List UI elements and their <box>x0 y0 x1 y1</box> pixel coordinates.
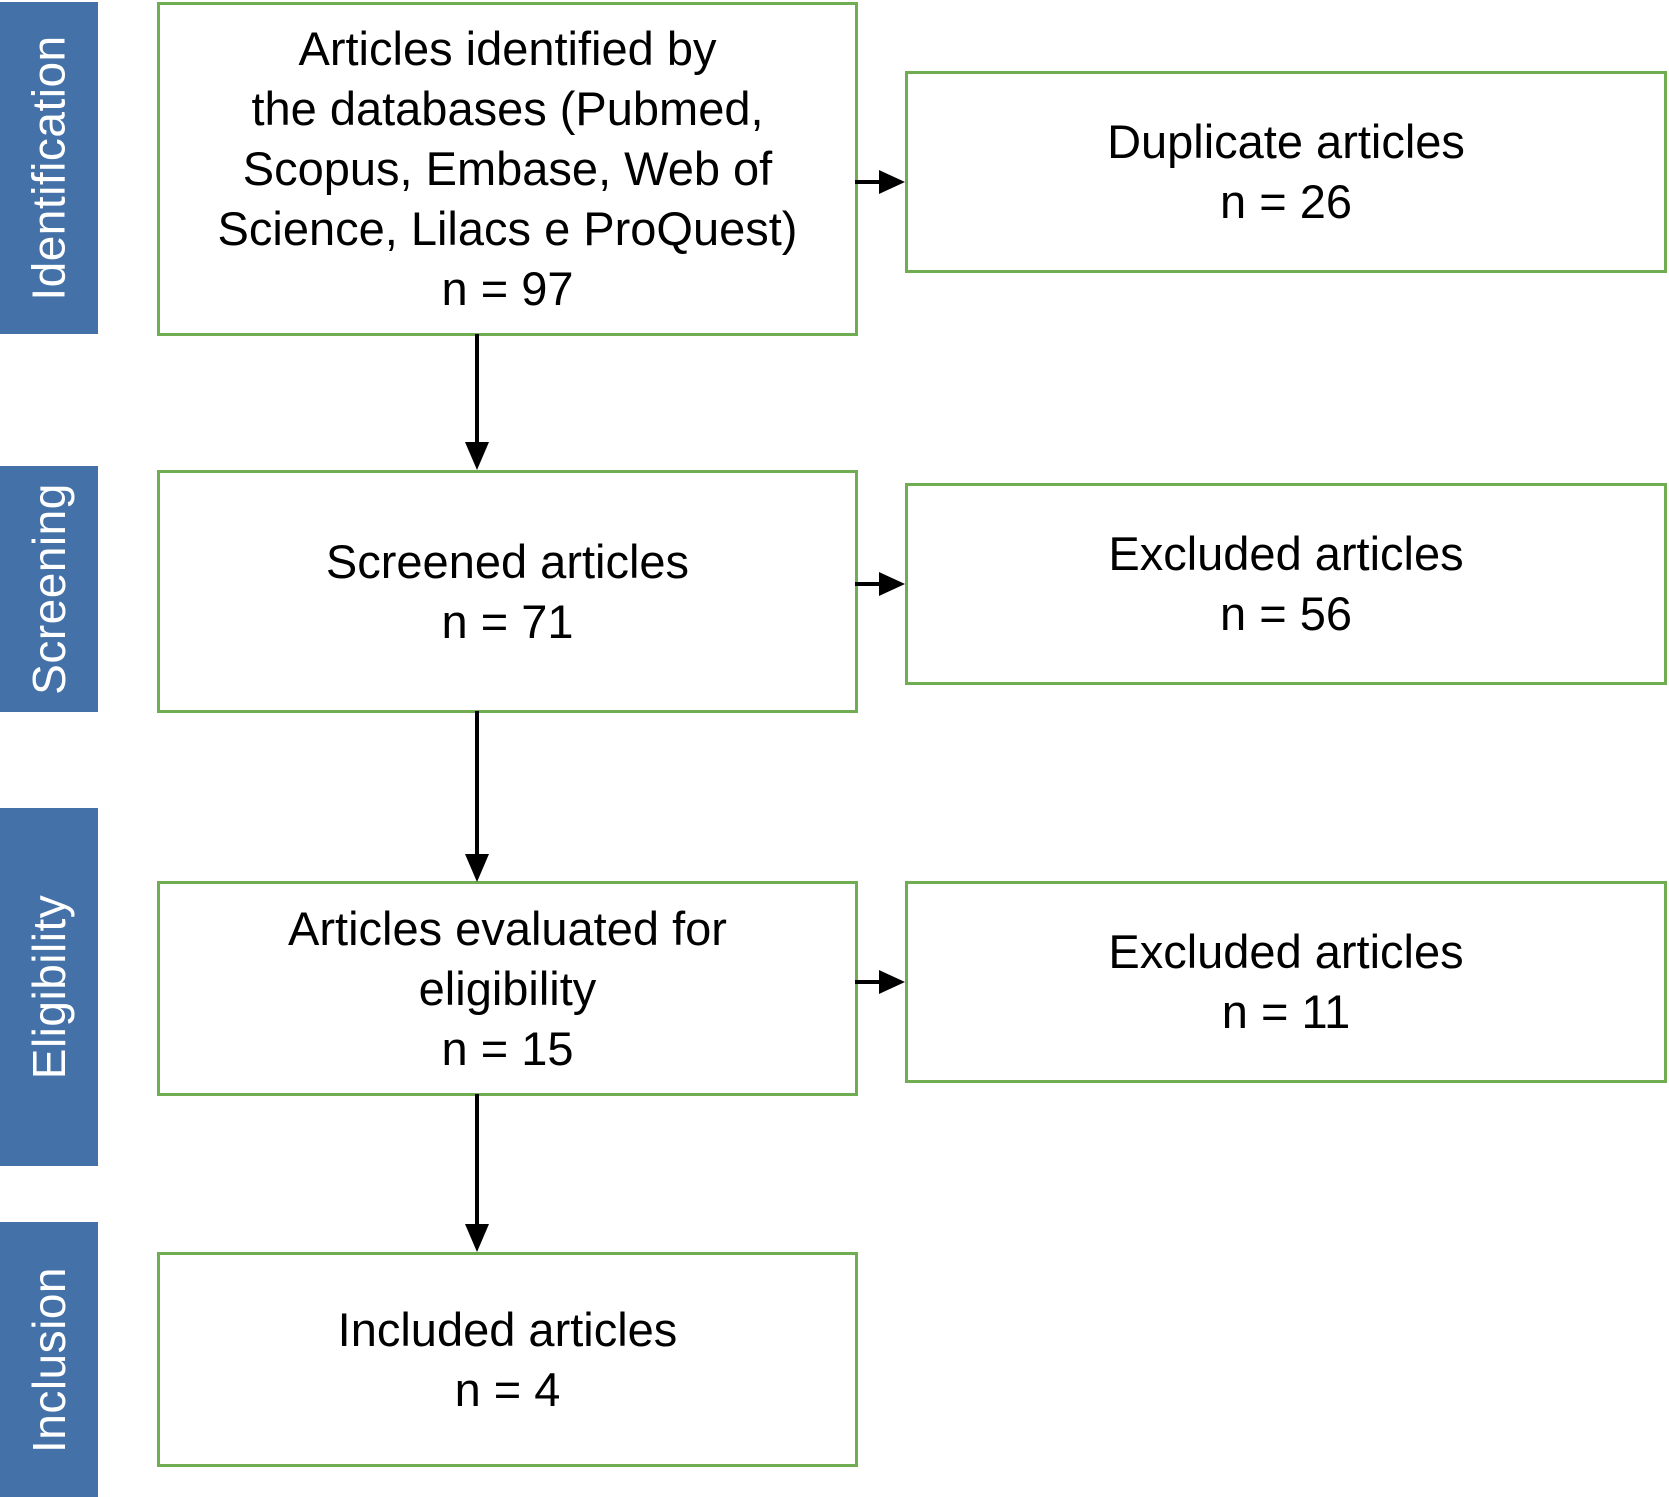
box-excluded-articles-eligibility-text: Excluded articles n = 11 <box>1108 925 1464 1038</box>
box-screened-articles: Screened articles n = 71 <box>157 470 858 713</box>
box-articles-evaluated-eligibility-text: Articles evaluated for eligibility n = 1… <box>288 901 727 1075</box>
stage-label-eligibility: Eligibility <box>23 894 76 1080</box>
stage-bar-identification: Identification <box>0 2 98 334</box>
box-included-articles-text: Included articles n = 4 <box>337 1302 678 1416</box>
arrow-identified-to-screened <box>460 334 500 474</box>
box-excluded-articles-screening: Excluded articles n = 56 <box>905 483 1667 685</box>
arrow-eligibility-to-excluded <box>855 962 915 1002</box>
box-duplicate-articles: Duplicate articles n = 26 <box>905 71 1667 273</box>
stage-label-screening: Screening <box>23 483 76 695</box>
arrow-identified-to-duplicates <box>855 162 915 202</box>
arrow-screened-to-excluded <box>855 564 915 604</box>
stage-label-inclusion: Inclusion <box>23 1266 75 1453</box>
arrow-eligibility-to-included <box>460 1094 500 1256</box>
stage-bar-inclusion: Inclusion <box>0 1222 98 1497</box>
box-articles-identified-text: Articles identified by the databases (Pu… <box>217 22 798 315</box>
box-screened-articles-text: Screened articles n = 71 <box>325 534 690 648</box>
box-excluded-articles-eligibility: Excluded articles n = 11 <box>905 881 1667 1083</box>
stage-bar-eligibility: Eligibility <box>0 808 98 1166</box>
box-excluded-articles-screening-text: Excluded articles n = 56 <box>1108 527 1464 640</box>
box-included-articles: Included articles n = 4 <box>157 1252 858 1467</box>
box-articles-evaluated-eligibility: Articles evaluated for eligibility n = 1… <box>157 881 858 1096</box>
stage-label-identification: Identification <box>23 35 75 301</box>
arrow-screened-to-eligibility <box>460 711 500 886</box>
box-duplicate-articles-text: Duplicate articles n = 26 <box>1107 115 1465 228</box>
stage-bar-screening: Screening <box>0 466 98 712</box>
box-articles-identified: Articles identified by the databases (Pu… <box>157 2 858 336</box>
